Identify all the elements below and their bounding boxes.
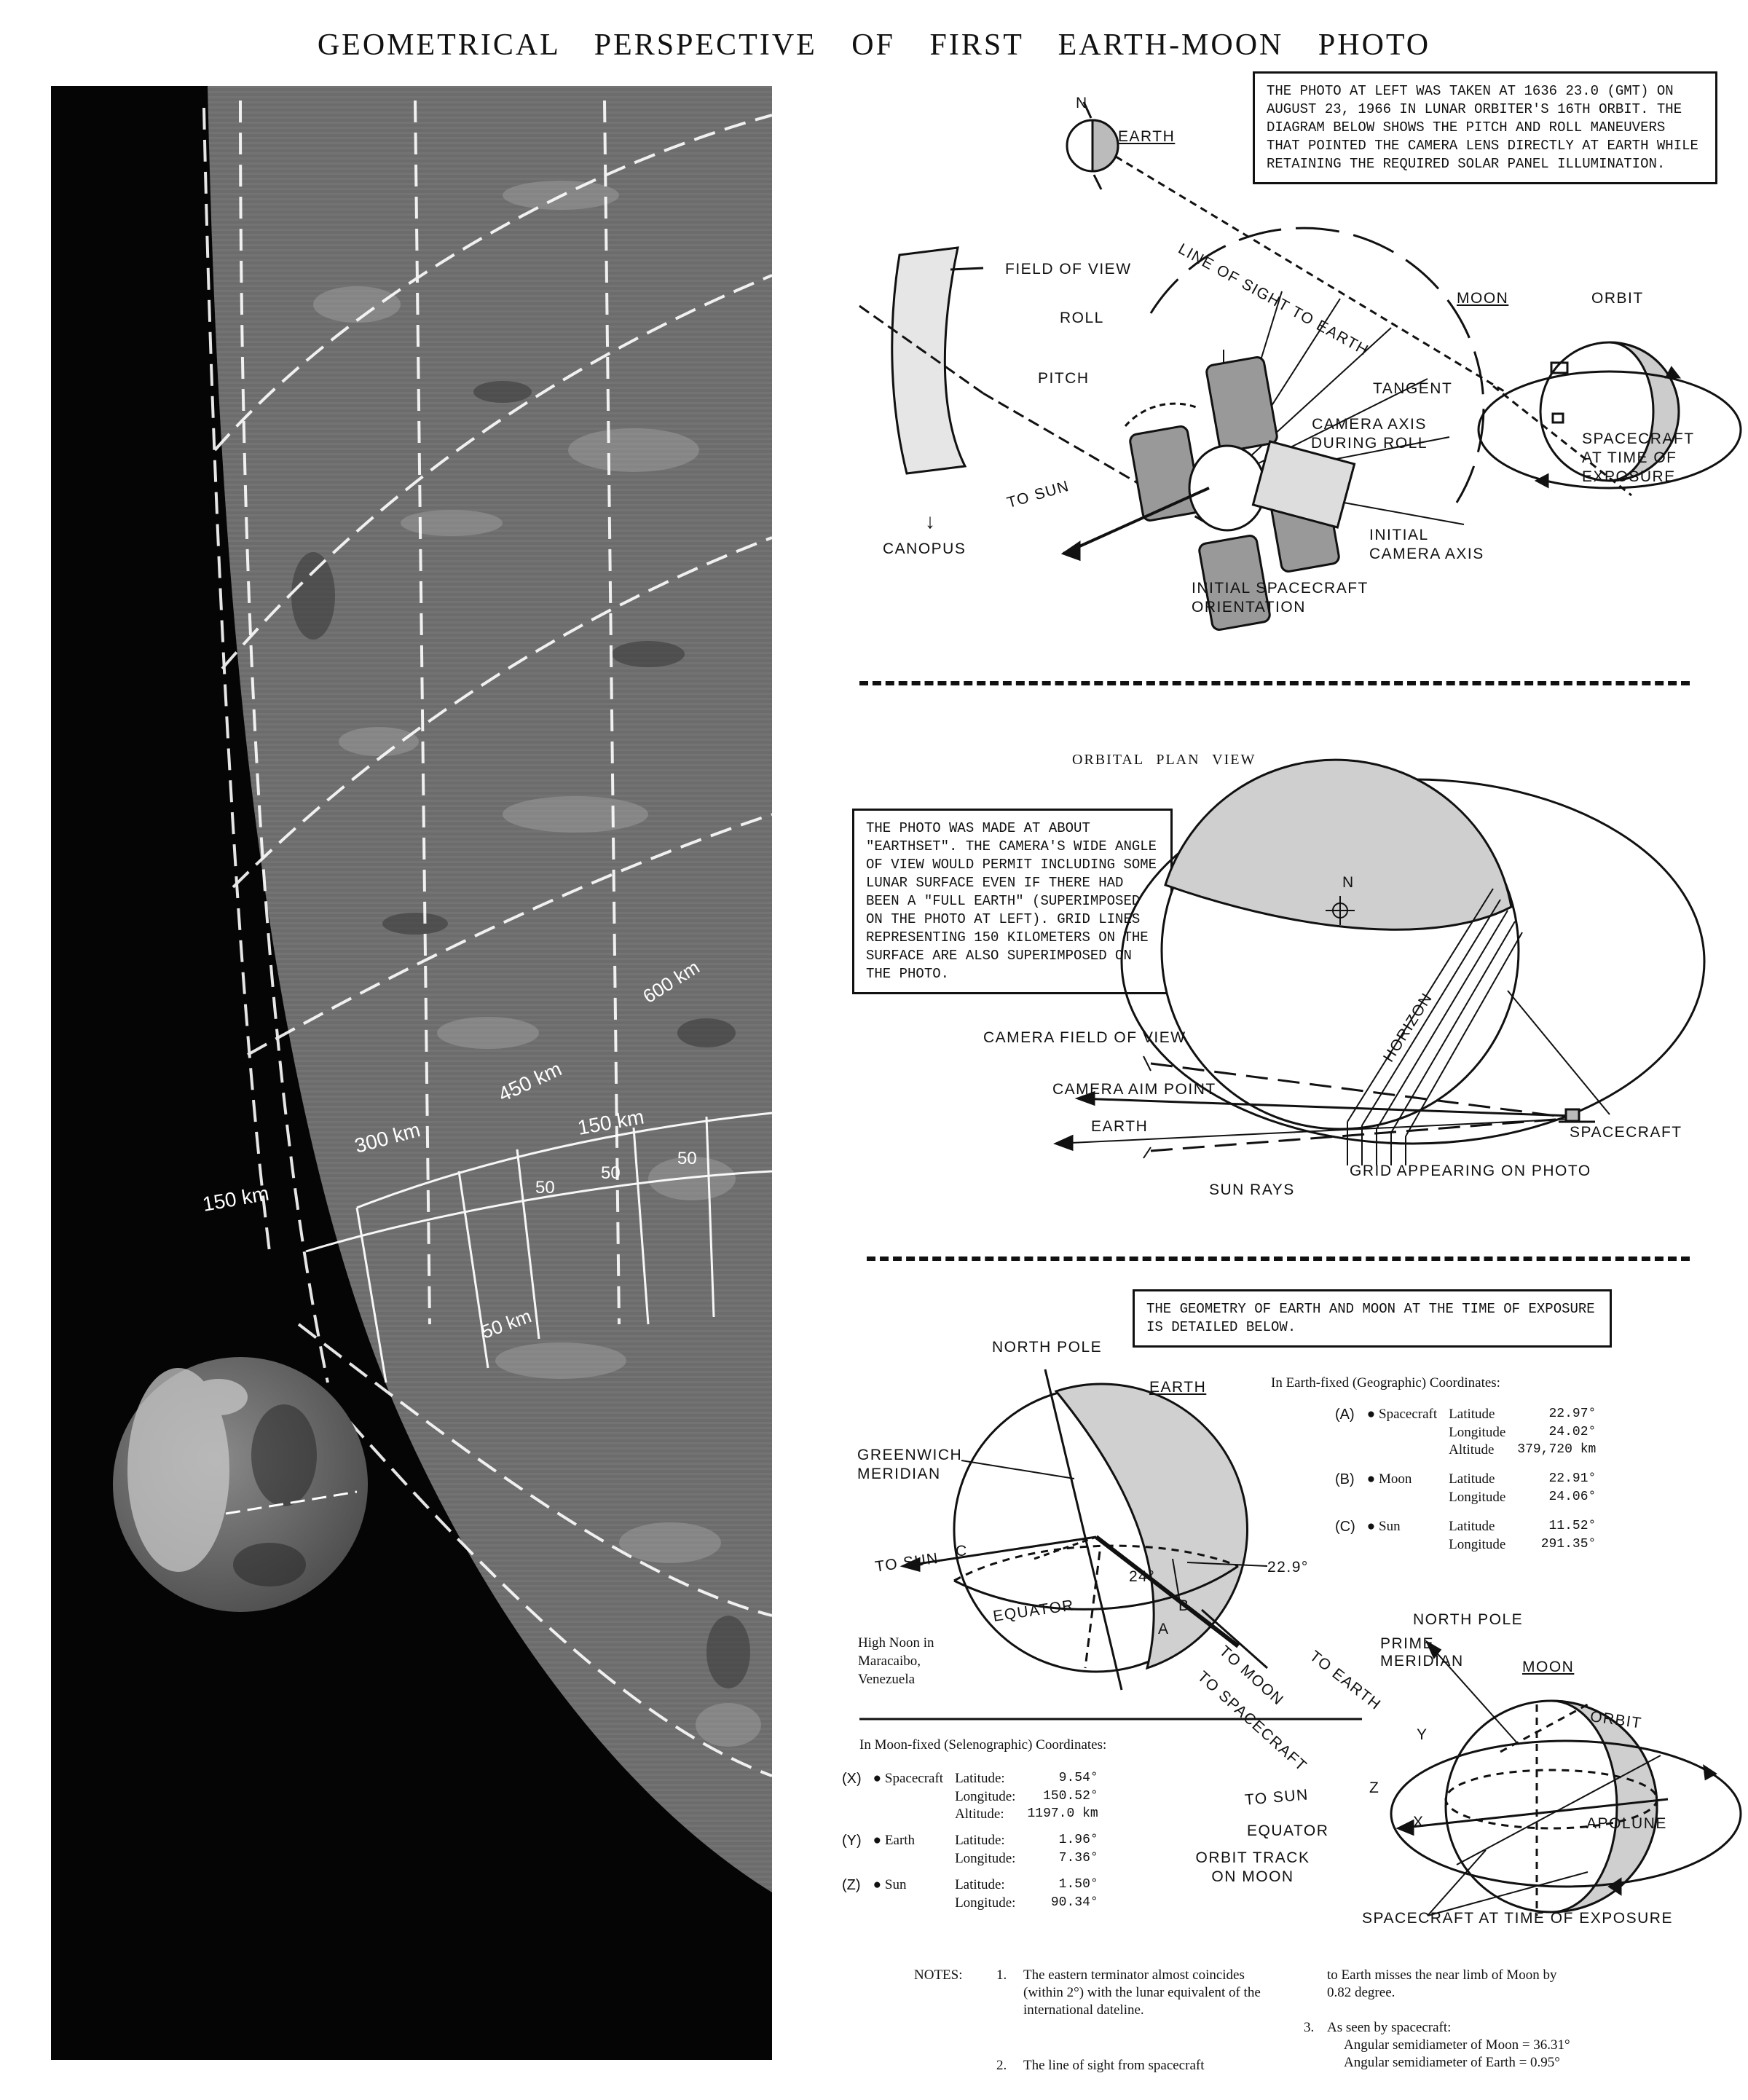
label-z: Z: [1369, 1780, 1380, 1796]
note-3a: Angular semidiameter of Moon = 36.31°: [1344, 2037, 1570, 2053]
label-camera-fov: CAMERA FIELD OF VIEW: [983, 1029, 1186, 1046]
label-a: A: [1158, 1621, 1170, 1637]
label-moon-top: MOON: [1457, 290, 1509, 307]
grid-label-50c: 50: [677, 1149, 697, 1168]
label-greenwich: GREENWICH MERIDIAN: [857, 1447, 963, 1482]
info-box-middle: THE PHOTO WAS MADE AT ABOUT "EARTHSET". …: [852, 809, 1173, 994]
label-22-9deg: 22.9°: [1267, 1559, 1309, 1576]
label-apolune: APOLUNE: [1586, 1815, 1667, 1832]
label-earth-mid: EARTH: [1091, 1118, 1149, 1135]
label-b: B: [1178, 1597, 1190, 1614]
moon-coords-heading: In Moon-fixed (Selenographic) Coordinate…: [859, 1737, 1107, 1753]
label-initial-camera-axis: INITIAL CAMERA AXIS: [1369, 527, 1484, 562]
divider-2: [867, 1257, 1690, 1261]
label-camera-aim: CAMERA AIM POINT: [1052, 1081, 1216, 1098]
info-box-bottom: THE GEOMETRY OF EARTH AND MOON AT THE TI…: [1133, 1289, 1612, 1348]
note-1: The eastern terminator almost coincides …: [1023, 1967, 1261, 2018]
note-1-num: 1.: [996, 1967, 1007, 1983]
label-prime-meridian: PRIME MERIDIAN: [1380, 1635, 1464, 1670]
earth-coords-heading: In Earth-fixed (Geographic) Coordinates:: [1271, 1375, 1500, 1391]
label-orbit-top: ORBIT: [1591, 290, 1644, 307]
divider-1: [859, 681, 1690, 685]
note-2b: to Earth misses the near limb of Moon by…: [1327, 1967, 1557, 2000]
label-north-mid: N: [1342, 874, 1355, 891]
lunar-photo-graphic: 600 km 450 km 300 km 150 km 150 km 50 50…: [51, 86, 772, 2060]
label-equator-moon: EQUATOR: [1247, 1822, 1329, 1839]
label-c: C: [956, 1543, 968, 1560]
label-moon-bottom: MOON: [1522, 1659, 1575, 1675]
label-north-pole-earth: NORTH POLE: [992, 1339, 1103, 1356]
label-roll: ROLL: [1060, 310, 1104, 326]
lunar-photo: 600 km 450 km 300 km 150 km 150 km 50 50…: [51, 86, 772, 2060]
label-tangent: TANGENT: [1373, 380, 1453, 397]
label-canopus: CANOPUS: [883, 540, 966, 557]
label-grid: GRID APPEARING ON PHOTO: [1350, 1163, 1591, 1179]
arrow-down-icon: ↓: [925, 510, 937, 532]
grid-label-50b: 50: [601, 1163, 621, 1183]
label-high-noon: High Noon in Maracaibo, Venezuela: [858, 1635, 934, 1687]
label-spacecraft-exposure-top: SPACECRAFT AT TIME OF EXPOSURE: [1582, 430, 1695, 485]
label-orbit-track: ORBIT TRACK ON MOON: [1195, 1849, 1310, 1885]
label-north: N: [1076, 95, 1088, 111]
note-3-num: 3.: [1304, 2020, 1315, 2035]
info-box-top: THE PHOTO AT LEFT WAS TAKEN AT 1636 23.0…: [1253, 71, 1717, 184]
label-spacecraft-exposure-bottom: SPACECRAFT AT TIME OF EXPOSURE: [1362, 1910, 1673, 1927]
page-title: GEOMETRICAL PERSPECTIVE OF FIRST EARTH-M…: [317, 28, 1431, 62]
label-field-of-view: FIELD OF VIEW: [1005, 261, 1132, 278]
notes-label: NOTES:: [914, 1967, 963, 1983]
orbital-plan-heading: ORBITAL PLAN VIEW: [1072, 752, 1256, 768]
label-initial-orientation: INITIAL SPACECRAFT ORIENTATION: [1192, 580, 1369, 616]
label-camera-axis-roll: CAMERA AXIS DURING ROLL: [1310, 416, 1428, 452]
label-earth-bottom: EARTH: [1149, 1379, 1207, 1396]
earth-moon-geometry-diagram: [859, 1369, 1742, 1916]
spacecraft-maneuver-diagram: [859, 101, 1742, 631]
label-earth-top: EARTH: [1118, 128, 1176, 145]
label-x: X: [1413, 1814, 1425, 1830]
label-spacecraft-mid: SPACECRAFT: [1570, 1124, 1682, 1141]
label-sun-rays: SUN RAYS: [1209, 1181, 1295, 1198]
grid-label-50a: 50: [535, 1178, 555, 1198]
note-2a: The line of sight from spacecraft: [1023, 2058, 1205, 2073]
label-24deg: 24°: [1129, 1568, 1156, 1585]
note-3b: Angular semidiameter of Earth = 0.95°: [1344, 2055, 1560, 2070]
label-north-pole-moon: NORTH POLE: [1413, 1611, 1524, 1628]
orbital-plan-diagram: [1053, 758, 1706, 1165]
note-3: As seen by spacecraft:: [1327, 2020, 1452, 2035]
label-pitch: PITCH: [1038, 370, 1090, 387]
label-y: Y: [1417, 1726, 1428, 1743]
note-2-num: 2.: [996, 2058, 1007, 2073]
